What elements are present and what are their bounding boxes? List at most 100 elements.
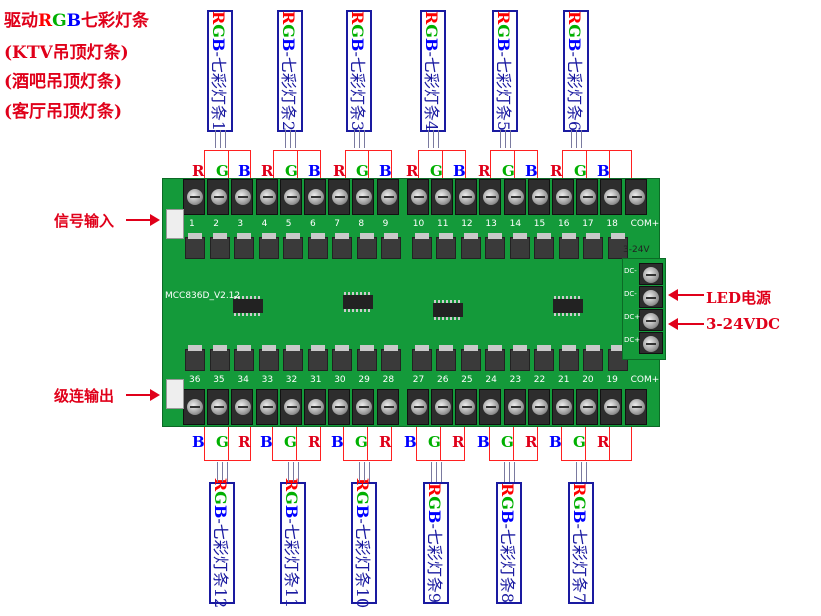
channel-number: 33 — [261, 375, 274, 385]
mosfet — [411, 233, 432, 259]
wire — [576, 130, 577, 148]
screw-terminal — [455, 389, 478, 425]
screw-icon — [259, 399, 276, 415]
screw-terminal — [455, 179, 478, 215]
strip-label: RGB-七彩灯条12 — [210, 478, 234, 608]
wire — [290, 130, 291, 148]
title-line-3: (酒吧吊顶灯条) — [4, 72, 123, 92]
mosfet — [381, 233, 401, 259]
channel-letter: B — [525, 162, 538, 180]
strip-text: -七彩灯条5 — [494, 51, 513, 132]
channel-letter: B — [477, 433, 490, 451]
screw-icon — [235, 399, 252, 415]
mosfet — [534, 345, 554, 371]
strip-letter-r: R — [425, 482, 444, 497]
strip-label: RGB-七彩灯条7 — [569, 483, 593, 603]
wire — [609, 460, 631, 461]
screw-terminal — [624, 179, 647, 215]
channel-letter: R — [478, 162, 491, 180]
light-strip-top: RGB-七彩灯条2 — [277, 10, 303, 132]
wire — [215, 130, 216, 148]
mosfet — [381, 345, 401, 371]
screw-icon — [556, 399, 572, 415]
strip-letter-g: G — [282, 491, 301, 505]
light-strip-bottom: RGB-七彩灯条12 — [209, 478, 235, 608]
channel-number: 2 — [213, 219, 219, 229]
channel-number: 10 — [412, 219, 425, 229]
strip-letter-g: G — [211, 491, 230, 505]
strip-letter-b: B — [209, 37, 228, 52]
power-screw-terminal — [639, 263, 663, 285]
mosfet — [485, 233, 505, 259]
mosfet — [307, 233, 328, 259]
strip-letter-b: B — [353, 504, 372, 519]
channel-letter: R — [550, 162, 563, 180]
screw-icon — [332, 399, 349, 415]
mosfet — [534, 233, 554, 259]
channel-letter: R — [597, 433, 610, 451]
mosfet — [460, 345, 481, 371]
channel-letter: B — [308, 162, 321, 180]
wire — [586, 462, 587, 482]
channel-number: 18 — [606, 219, 618, 229]
power-pin-label: DC- — [624, 290, 637, 298]
screw-icon — [283, 399, 300, 415]
wire — [490, 150, 537, 151]
channel-number: 19 — [606, 375, 618, 385]
light-strip-bottom: RGB-七彩灯条8 — [496, 482, 522, 604]
screw-icon — [187, 399, 203, 415]
screw-icon — [604, 399, 621, 415]
strip-letter-g: G — [565, 24, 584, 38]
channel-letter: B — [597, 162, 610, 180]
strip-label: RGB-七彩灯条6 — [564, 11, 588, 131]
screw-icon — [628, 189, 645, 205]
mosfet — [356, 345, 377, 371]
channel-number: 36 — [189, 375, 201, 385]
screw-terminal — [527, 179, 550, 215]
channel-letter: G — [428, 433, 441, 451]
channel-number: 6 — [310, 219, 316, 229]
wire — [296, 425, 297, 461]
light-strip-bottom: RGB-七彩灯条9 — [423, 482, 449, 604]
screw-icon — [410, 399, 427, 415]
light-strip-top: RGB-七彩灯条4 — [420, 10, 446, 132]
channel-number: 32 — [285, 375, 298, 385]
channel-letter: B — [404, 433, 417, 451]
channel-number: 34 — [237, 375, 249, 385]
wire — [631, 150, 632, 180]
mosfet — [185, 233, 205, 259]
wire — [504, 462, 505, 482]
screw-icon — [435, 399, 451, 415]
mosfet — [460, 233, 481, 259]
screw-terminal — [376, 179, 399, 215]
strip-letter-b: B — [348, 37, 367, 52]
channel-number: 24 — [485, 375, 497, 385]
mosfet — [558, 345, 579, 371]
arrow-head-icon — [150, 389, 160, 401]
ic-chip — [343, 292, 373, 312]
strip-letter-b: B — [282, 504, 301, 519]
channel-letter: G — [356, 162, 369, 180]
wire — [505, 130, 506, 148]
strip-letter-r: R — [348, 10, 367, 25]
channel-letter: R — [333, 162, 346, 180]
strip-letter-g: G — [498, 496, 517, 510]
strip-text: -七彩灯条12 — [211, 518, 230, 609]
wire — [293, 462, 294, 482]
light-strip-top: RGB-七彩灯条3 — [346, 10, 372, 132]
strip-text: -七彩灯条2 — [279, 51, 298, 132]
mosfet — [583, 233, 603, 259]
channel-letter: G — [216, 433, 229, 451]
strip-text: -七彩灯条11 — [282, 518, 301, 609]
channel-letter: R — [525, 433, 538, 451]
channel-number: 15 — [533, 219, 546, 229]
screw-terminal — [576, 389, 599, 425]
screw-terminal — [279, 179, 302, 215]
light-strip-bottom: RGB-七彩灯条10 — [351, 478, 377, 608]
strip-label: RGB-七彩灯条3 — [347, 11, 371, 131]
mosfet — [283, 233, 303, 259]
screw-terminal — [624, 389, 647, 425]
strip-letter-r: R — [422, 10, 441, 25]
light-strip-top: RGB-七彩灯条6 — [563, 10, 589, 132]
